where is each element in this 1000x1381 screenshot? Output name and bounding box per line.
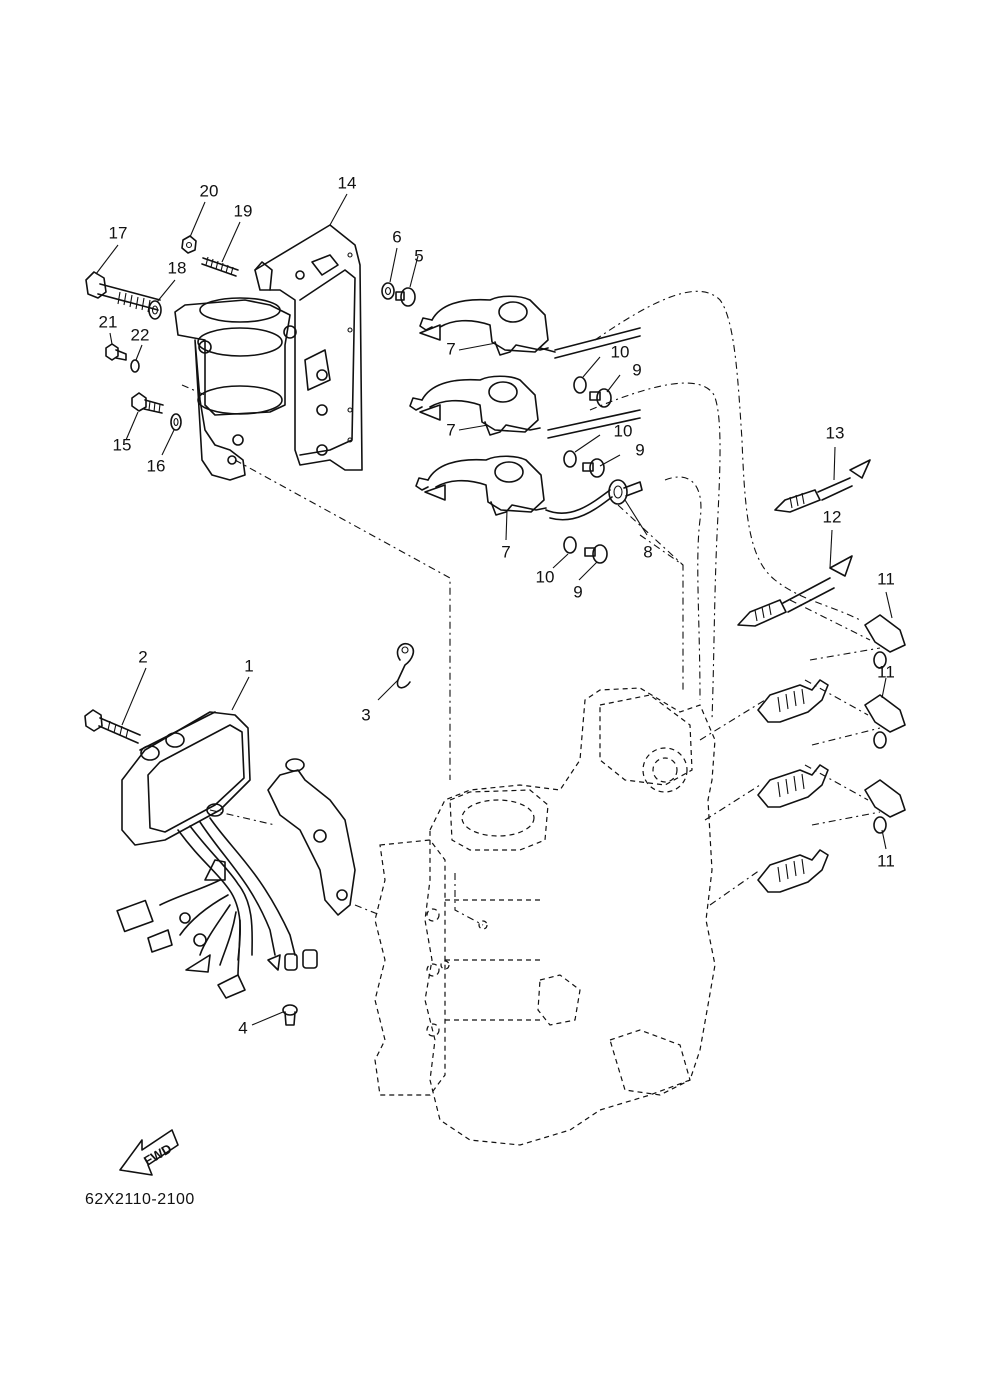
callout-labels: 1 2 3 4 5 6 7 7 7 8 9 9 9 10 10 10 11 11… bbox=[99, 173, 895, 1037]
callout-12: 12 bbox=[823, 507, 842, 526]
callout-8: 8 bbox=[643, 542, 652, 561]
callout-11-middle: 11 bbox=[877, 662, 895, 681]
long-bolt-17 bbox=[85, 271, 161, 313]
pulser-bracket bbox=[267, 758, 356, 916]
callout-3: 3 bbox=[361, 705, 370, 724]
callout-17: 17 bbox=[109, 223, 128, 242]
forward-direction-arrow: FWD bbox=[119, 1129, 179, 1176]
grommet-8 bbox=[608, 479, 643, 505]
callout-leaders bbox=[95, 193, 893, 1026]
engine-block-outline bbox=[374, 687, 716, 1146]
screw-9-upper bbox=[589, 388, 612, 408]
lead-wire-13 bbox=[774, 459, 871, 513]
callout-11-upper: 11 bbox=[877, 569, 895, 588]
stud-bolt-19 bbox=[201, 256, 239, 277]
callout-1: 1 bbox=[244, 656, 253, 675]
lead-wire-12 bbox=[737, 555, 853, 627]
wire-clamp-3 bbox=[396, 642, 415, 689]
cdi-unit bbox=[121, 711, 251, 846]
screw-4 bbox=[282, 1004, 298, 1026]
bolt-2 bbox=[84, 709, 141, 744]
callout-18: 18 bbox=[168, 258, 187, 277]
callout-6: 6 bbox=[392, 227, 401, 246]
spark-plug-middle bbox=[757, 764, 829, 808]
callout-9-middle: 9 bbox=[635, 440, 644, 459]
callout-7-middle: 7 bbox=[446, 420, 455, 439]
callout-2: 2 bbox=[138, 647, 147, 666]
washer-22 bbox=[130, 359, 140, 373]
callout-13: 13 bbox=[826, 423, 845, 442]
ignition-coil-upper bbox=[419, 295, 556, 356]
screw-9-lower bbox=[584, 544, 608, 564]
ignition-coil-bracket bbox=[254, 224, 363, 471]
plug-cap-lower bbox=[864, 779, 906, 834]
callout-7-lower: 7 bbox=[501, 542, 510, 561]
plug-cap-upper bbox=[864, 614, 906, 669]
plug-cap-middle bbox=[864, 694, 906, 749]
callout-11-lower: 11 bbox=[877, 851, 895, 870]
callout-7-upper: 7 bbox=[446, 339, 455, 358]
washer-18 bbox=[148, 300, 162, 320]
washer-16 bbox=[170, 413, 182, 431]
washer-10-middle bbox=[563, 450, 577, 468]
callout-14: 14 bbox=[338, 173, 357, 192]
ignition-coil-lower bbox=[415, 455, 547, 516]
screw-5 bbox=[395, 287, 416, 307]
callout-4: 4 bbox=[238, 1018, 247, 1037]
callout-9-lower: 9 bbox=[573, 582, 582, 601]
callout-21: 21 bbox=[99, 312, 118, 331]
screw-9-middle bbox=[582, 458, 605, 478]
fwd-label: FWD bbox=[141, 1141, 174, 1169]
washer-10-upper bbox=[573, 376, 587, 394]
washer-10-lower bbox=[563, 536, 577, 554]
wiring-harness bbox=[116, 817, 318, 999]
callout-19: 19 bbox=[234, 201, 253, 220]
callout-16: 16 bbox=[147, 456, 166, 475]
callout-10-upper: 10 bbox=[611, 342, 630, 361]
spark-plug-upper bbox=[757, 679, 829, 723]
mounting-clamp bbox=[174, 297, 291, 481]
callout-10-lower: 10 bbox=[536, 567, 555, 586]
nut-20 bbox=[181, 235, 197, 254]
callout-22: 22 bbox=[131, 325, 150, 344]
high-tension-leads bbox=[545, 327, 641, 521]
diagram-reference-code: 62X2110-2100 bbox=[85, 1191, 195, 1208]
washer-6 bbox=[381, 282, 395, 300]
bolt-15 bbox=[131, 392, 164, 414]
small-bolt-21 bbox=[105, 343, 127, 361]
spark-plug-lower bbox=[757, 849, 829, 893]
callout-15: 15 bbox=[113, 435, 132, 454]
callout-10-middle: 10 bbox=[614, 421, 633, 440]
assembly-center-lines bbox=[181, 290, 881, 926]
ignition-coil-middle bbox=[409, 375, 541, 436]
callout-9-upper: 9 bbox=[632, 360, 641, 379]
callout-5: 5 bbox=[414, 246, 423, 265]
callout-20: 20 bbox=[200, 181, 219, 200]
